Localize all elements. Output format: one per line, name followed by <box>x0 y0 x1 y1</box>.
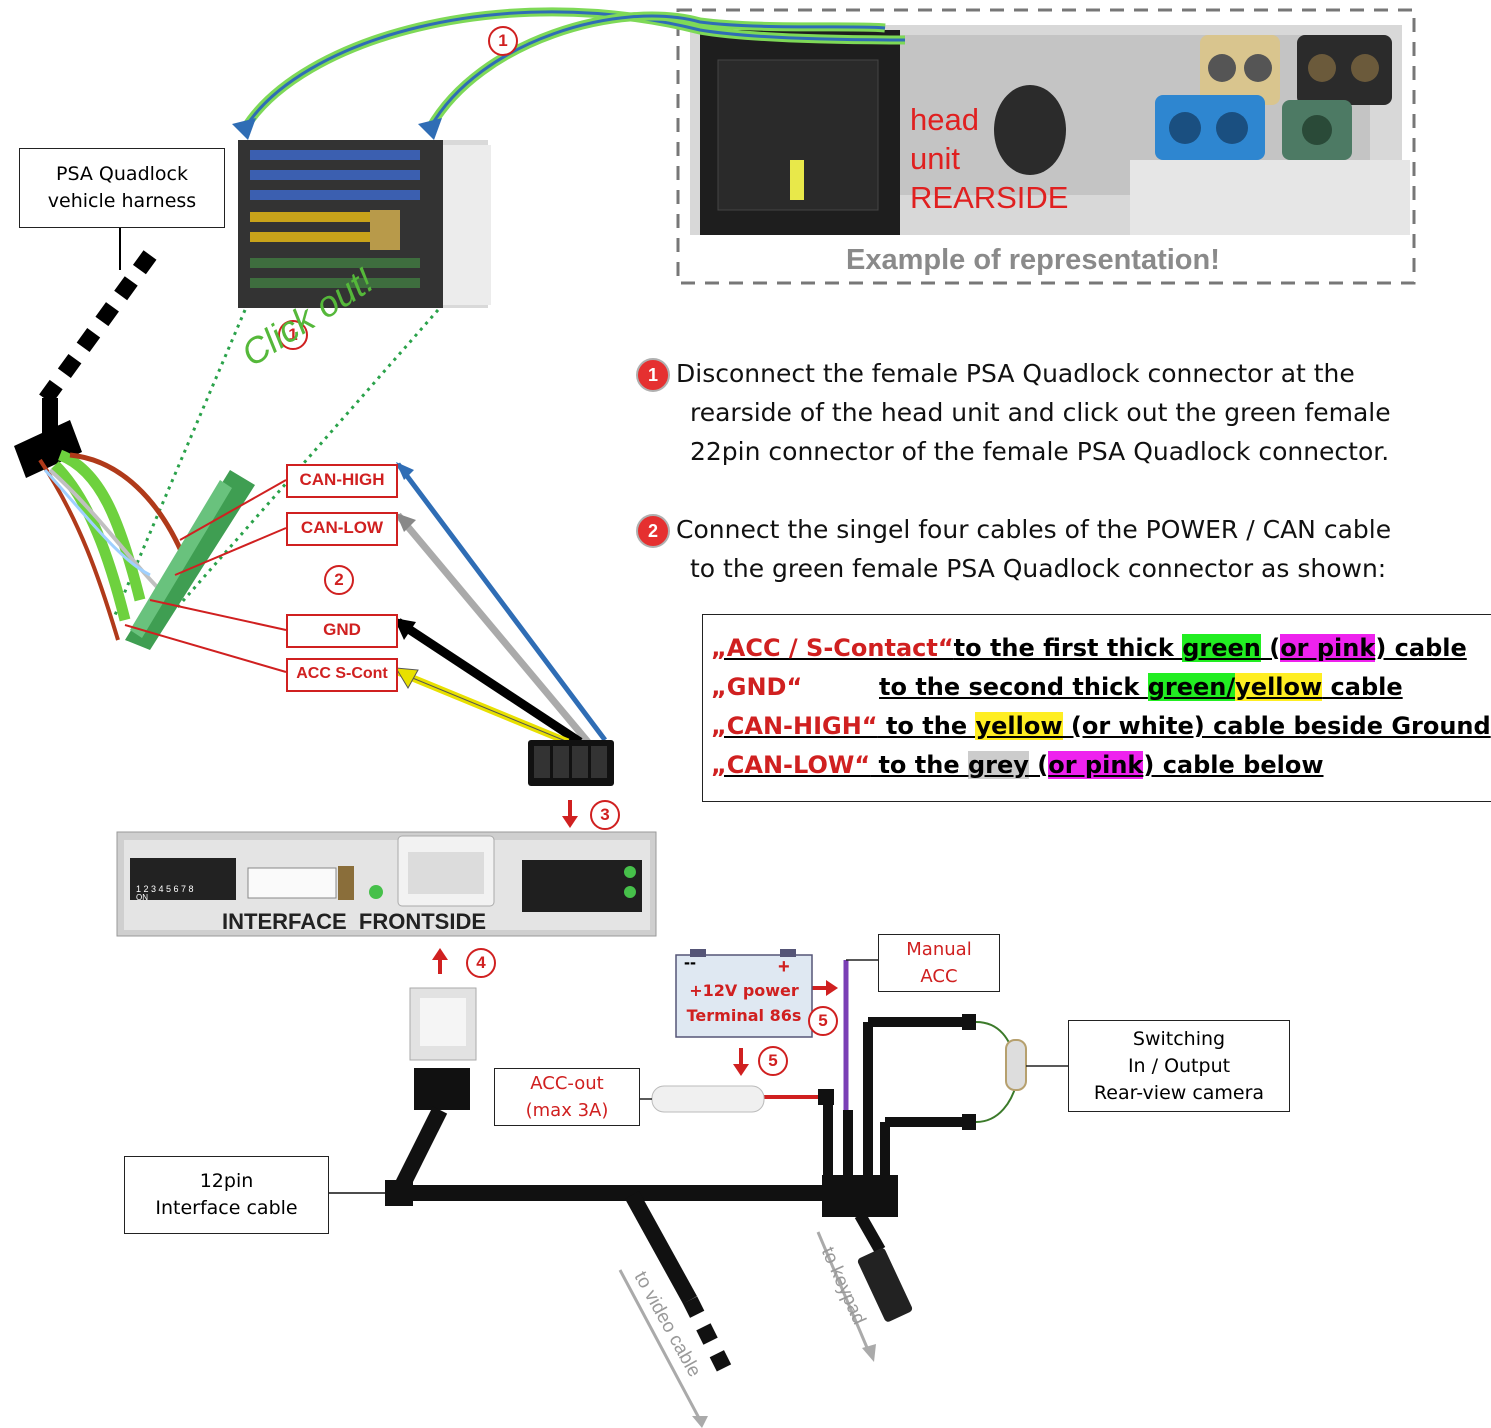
acc-out-label: ACC-out (max 3A) <box>494 1068 640 1126</box>
can-high-label: CAN-HIGH <box>286 464 398 498</box>
legend-row-gnd: „GND“to the second thick green/yellow ca… <box>711 673 1403 701</box>
wire-assignment-legend: „ACC / S-Contact“to the first thick gree… <box>702 614 1491 802</box>
legend-row-can-high: „CAN-HIGH“ to the yellow (or white) cabl… <box>711 712 1491 740</box>
battery-minus: -- <box>684 952 696 972</box>
harness-dashed-line <box>38 250 157 405</box>
manual-acc-label: Manual ACC <box>878 934 1000 992</box>
quadlock-harness-label: PSA Quadlock vehicle harness <box>19 148 225 228</box>
power-can-plug-image <box>528 740 614 786</box>
step-5-marker-accout: 5 <box>758 1046 788 1076</box>
can-low-label: CAN-LOW <box>286 512 398 546</box>
step-3-marker: 3 <box>590 800 620 830</box>
legend-row-can-low: „CAN-LOW“ to the grey (or pink) cable be… <box>711 751 1324 779</box>
step-4-marker: 4 <box>466 948 496 978</box>
head-unit-label: head unit REARSIDE <box>910 102 1069 215</box>
step-2-badge: 2 <box>636 514 670 548</box>
gnd-label: GND <box>286 614 398 648</box>
step-1-badge: 1 <box>636 358 670 392</box>
quadlock-connector-image <box>238 140 491 308</box>
example-frame <box>676 8 1416 285</box>
switching-label: Switching In / Output Rear-view camera <box>1068 1020 1290 1112</box>
example-note: Example of representation! <box>846 244 1220 276</box>
interface-cable-label: 12pin Interface cable <box>124 1156 329 1234</box>
step-1-marker-connector: 1 <box>278 320 308 350</box>
power-label: +12V power Terminal 86s <box>686 981 802 1025</box>
dip-switch-numbers: 1 2 3 4 5 6 7 8 <box>136 884 194 894</box>
head-unit-rear-image <box>690 25 1410 235</box>
battery-plus: + <box>778 956 790 978</box>
12pin-plug-image <box>409 987 477 1110</box>
legend-row-acc: „ACC / S-Contact“to the first thick gree… <box>711 634 1467 662</box>
step-2-marker: 2 <box>324 565 354 595</box>
interface-frontside-label: INTERFACE FRONTSIDE <box>222 909 487 934</box>
acc-s-cont-label: ACC S-Cont <box>286 658 398 692</box>
interface-frontside-image <box>116 831 657 937</box>
dip-switch-on: ON <box>136 893 148 902</box>
step-5-marker-power: 5 <box>808 1006 838 1036</box>
step-1-marker-top: 1 <box>488 26 518 56</box>
